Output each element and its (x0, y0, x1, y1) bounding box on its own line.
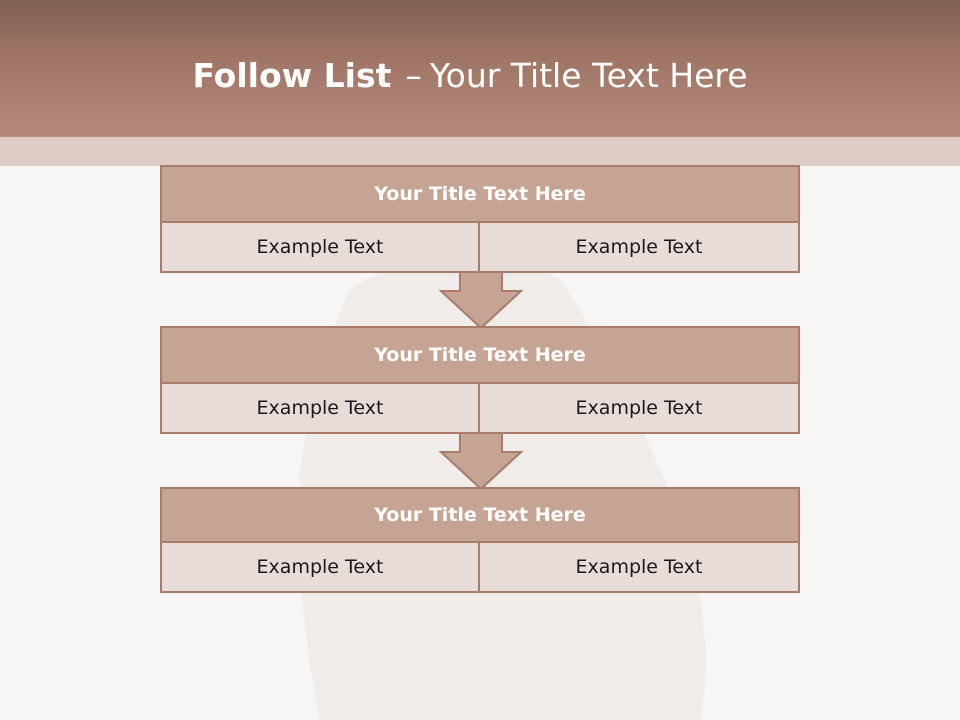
down-arrow-icon (438, 432, 524, 491)
down-arrow-icon (438, 271, 524, 330)
header-bar (0, 0, 960, 137)
step-title: Your Title Text Here (160, 165, 800, 223)
step-row: Example Text Example Text (160, 543, 800, 593)
step-cell-left: Example Text (160, 384, 480, 434)
step-title: Your Title Text Here (160, 487, 800, 543)
slide-title-separator: – (405, 56, 422, 95)
step-row: Example Text Example Text (160, 384, 800, 434)
step-block-2: Your Title Text Here Example Text Exampl… (160, 326, 800, 434)
step-cell-right: Example Text (480, 384, 800, 434)
step-block-3: Your Title Text Here Example Text Exampl… (160, 487, 800, 593)
header-band (0, 137, 960, 166)
step-cell-right: Example Text (480, 223, 800, 273)
step-cell-left: Example Text (160, 543, 480, 593)
step-cell-right: Example Text (480, 543, 800, 593)
slide-title-rest: Your Title Text Here (429, 56, 748, 95)
step-row: Example Text Example Text (160, 223, 800, 273)
step-title: Your Title Text Here (160, 326, 800, 384)
step-cell-left: Example Text (160, 223, 480, 273)
slide-title: Follow List–Your Title Text Here (0, 50, 940, 102)
step-block-1: Your Title Text Here Example Text Exampl… (160, 165, 800, 273)
slide-title-bold: Follow List (192, 56, 392, 95)
